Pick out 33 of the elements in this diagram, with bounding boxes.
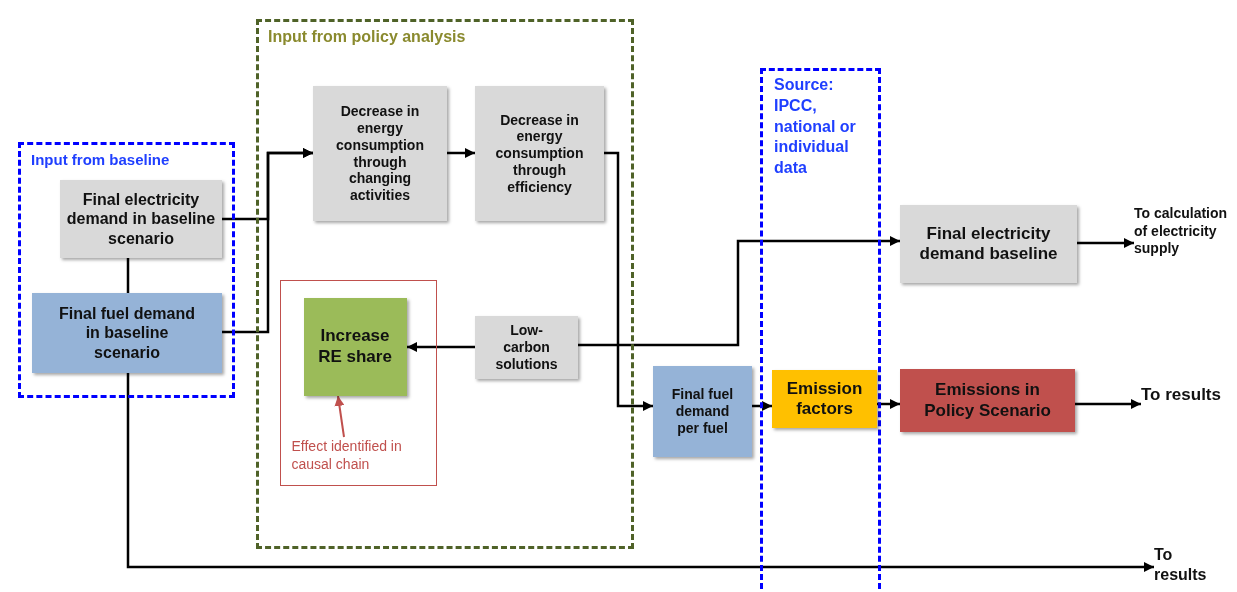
connector-line (126, 258, 130, 293)
arrow (1077, 238, 1134, 248)
process-box: Increase RE share (303, 297, 407, 396)
process-box: Low-carbon solutions (475, 316, 578, 379)
process-box: Final electricity demand baseline (900, 205, 1077, 283)
arrow (578, 236, 900, 347)
arrow (752, 401, 772, 411)
outlined-frame (280, 280, 437, 486)
arrow (1075, 399, 1141, 409)
arrow (877, 399, 900, 409)
dashed-group-frame (256, 19, 634, 549)
arrow (222, 148, 313, 334)
dashed-band (760, 68, 881, 592)
process-box: Final fuel demand in baseline scenario (32, 293, 222, 373)
arrow (447, 148, 475, 158)
arrow (407, 342, 475, 352)
arrow (604, 151, 653, 411)
arrow (126, 373, 1154, 572)
annotation-text: Effect identified in causal chain (291, 436, 403, 473)
output-label: To calculation of electricity supply (1134, 205, 1228, 258)
process-box: Final fuel demand per fuel (653, 366, 752, 457)
group-title: Input from baseline (31, 151, 170, 168)
process-box: Emission factors (772, 370, 877, 428)
source-note: Source: IPCC, national or individual data (774, 75, 857, 179)
process-box: Emissions in Policy Scenario (900, 369, 1075, 432)
output-label: To results (1141, 384, 1222, 406)
leader-arrow (334, 395, 345, 438)
dashed-group-frame (18, 142, 235, 398)
output-label: To results (1154, 545, 1208, 585)
group-title: Input from policy analysis (268, 28, 466, 46)
process-box: Final electricity demand in baseline scenario (60, 180, 222, 258)
process-box: Decrease in energy consumption through efficiency (475, 86, 604, 221)
process-box: Decrease in energy consumption through changing activities (313, 86, 447, 221)
